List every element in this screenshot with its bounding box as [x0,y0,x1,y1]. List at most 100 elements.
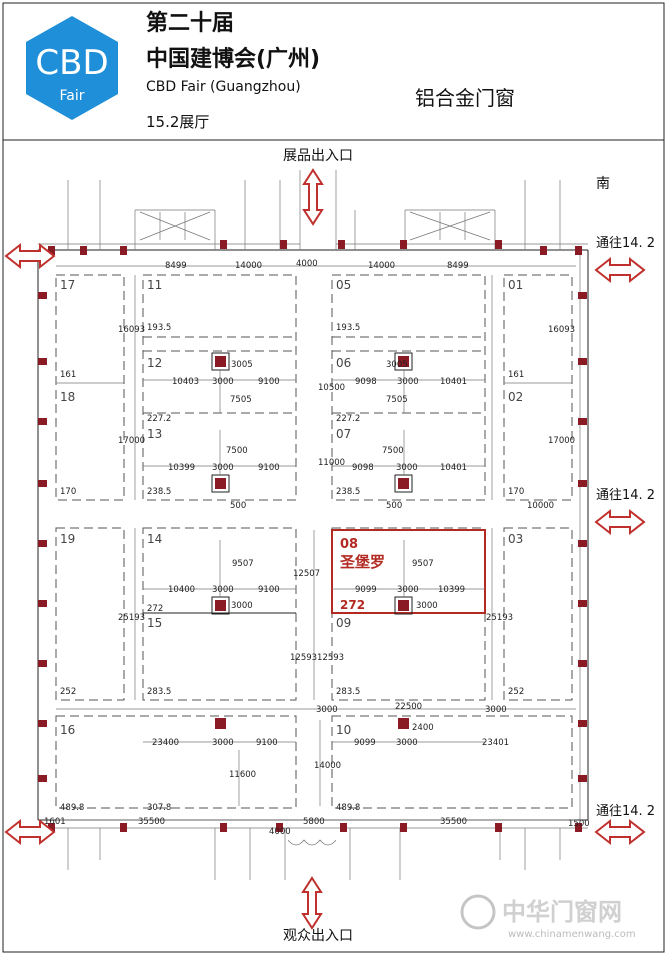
dim-label: 3000 [396,738,418,748]
arrow-left-bottom [4,818,56,846]
dim-label: 272 [147,604,163,614]
top-entrance-label: 展品出入口 [283,148,353,164]
dim-label: 25193 [486,613,513,623]
logo-hexagon [26,16,118,120]
booth-05: 05 [336,278,351,292]
dim-label: 14000 [368,261,395,271]
dim-label: 8499 [447,261,469,271]
dim-label: 9100 [258,463,280,473]
dim-label: 10500 [318,383,345,393]
title-line1: 第二十届 [146,10,234,36]
dim-label: 10401 [440,377,467,387]
dim-label: 1601 [44,817,66,827]
dim-label: 10399 [438,585,465,595]
dim-label: 161 [60,370,76,380]
dim-label: 3000 [316,705,338,715]
dimension-values: 8499 14000 4000 14000 8499 16093 193.5 1… [44,259,590,837]
booth-07: 07 [336,427,351,441]
dimension-lines [56,265,576,821]
dim-label: 16093 [548,325,575,335]
arrow-bottom-entrance [301,876,323,930]
category-label: 铝合金门窗 [415,86,515,110]
arrow-top-entrance [302,168,324,226]
logo-main-text: CBD [35,43,108,83]
dim-label: 193.5 [336,323,360,333]
dim-label: 10401 [440,463,467,473]
booth-01: 01 [508,278,523,292]
highlight-exhibitor: 圣堡罗 [339,553,385,571]
booth-11-13-outline [142,274,297,501]
booth-16-outline [55,715,297,809]
dim-label: 3005 [231,360,253,370]
dim-label: 3005 [386,360,408,370]
dim-label: 9098 [352,463,374,473]
dim-label: 4000 [269,827,291,837]
dim-label: 7505 [230,395,252,405]
dim-label: 23401 [482,738,509,748]
dim-label: 500 [386,501,402,511]
dim-label: 8499 [165,261,187,271]
dim-label: 9099 [354,738,376,748]
highlight-booth-box[interactable] [331,529,486,614]
logo-sub-text: Fair [60,88,85,104]
highlight-booth-number: 08 [340,537,358,552]
watermark: 中华门窗网 www.chinamenwang.com [460,894,636,940]
dim-label: 283.5 [147,687,171,697]
dim-label: 238.5 [147,487,171,497]
dim-label: 3000 [416,601,438,611]
dim-label: 10400 [168,585,195,595]
dim-label: 22500 [395,702,422,712]
to-hall-label-2: 通往14. 2 [596,488,655,503]
dim-label: 12507 [293,569,320,579]
booth-10-outline [331,715,573,809]
dim-label: 489.8 [336,803,360,813]
dim-label: 9507 [412,559,434,569]
dim-label: 3000 [212,585,234,595]
dim-label: 5800 [303,817,325,827]
bottom-structure [67,828,561,880]
booth-13: 13 [147,427,162,441]
dim-label: 11000 [318,458,345,468]
dim-label: 252 [508,687,524,697]
dim-label: 7505 [386,395,408,405]
dim-label: 500 [230,501,246,511]
dim-label: 1259312593 [290,653,344,663]
wall-pillars [38,240,587,832]
booth-17-18-outline [55,274,125,501]
dim-label: 10399 [168,463,195,473]
dim-label: 16093 [118,325,145,335]
booth-14: 14 [147,532,162,546]
booth-19-outline [55,527,125,701]
dim-label: 3000 [485,705,507,715]
south-label: 南 [596,176,610,192]
dim-label: 3000 [212,738,234,748]
dim-label: 14000 [235,261,262,271]
dim-label: 3000 [397,377,419,387]
dim-label: 14000 [314,761,341,771]
dim-label: 9507 [232,559,254,569]
dim-label: 7500 [382,446,404,456]
dim-label: 252 [60,687,76,697]
arrow-right-2 [594,508,646,536]
dim-label: 10403 [172,377,199,387]
to-hall-label-3: 通往14. 2 [596,804,655,819]
booth-14-15-outline [142,527,297,701]
dim-label: 9099 [355,585,377,595]
hall-label: 15.2展厅 [146,113,209,131]
title-english: CBD Fair (Guangzhou) [146,79,301,95]
dim-label: 9100 [258,585,280,595]
dim-label: 283.5 [336,687,360,697]
dim-label: 17000 [118,436,145,446]
dim-label: 3000 [231,601,253,611]
dim-label: 23400 [152,738,179,748]
dim-label: 3000 [396,463,418,473]
booth-10: 10 [336,723,351,737]
booth-17: 17 [60,278,75,292]
dim-label: 35500 [138,817,165,827]
booth-19: 19 [60,532,75,546]
arrow-right-3 [594,818,646,846]
highlight-area: 272 [340,598,365,612]
dim-label: 1500 [568,819,590,829]
